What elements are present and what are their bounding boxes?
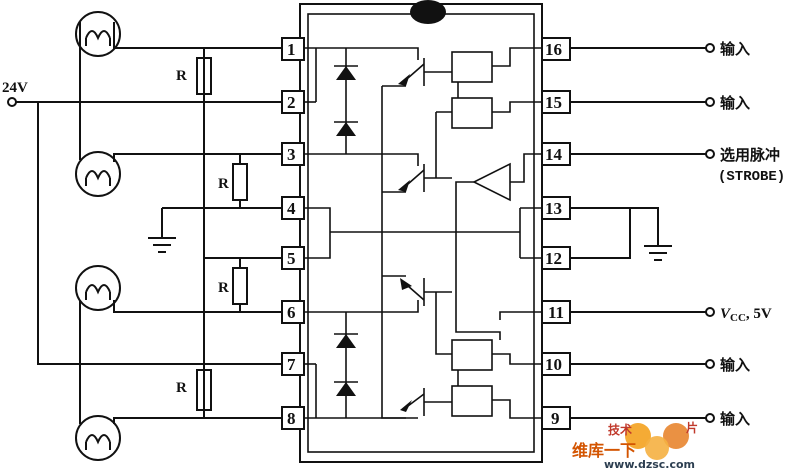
label-pin14-line2: (STROBE) [718, 169, 785, 185]
pin-11: 11 [541, 300, 571, 324]
lamp-2 [75, 151, 121, 197]
latch-3 [451, 339, 493, 371]
latch-4 [451, 385, 493, 417]
pin-1: 1 [281, 37, 305, 61]
terminal-11 [705, 307, 715, 317]
diode-3 [334, 333, 358, 348]
svg-text:1: 1 [287, 40, 296, 59]
latch-1 [451, 51, 493, 83]
svg-text:12: 12 [545, 249, 562, 268]
resistor-1: R [176, 57, 212, 95]
svg-text:7: 7 [287, 355, 296, 374]
pin-6: 6 [281, 300, 305, 324]
terminal-9 [705, 413, 715, 423]
svg-text:4: 4 [287, 199, 296, 218]
latch-2 [451, 97, 493, 129]
svg-text:片: 片 [686, 420, 698, 435]
terminal-15 [705, 97, 715, 107]
pin-8: 8 [281, 406, 305, 430]
pin-12: 12 [541, 246, 571, 270]
label-pin10: 输入 [720, 356, 750, 374]
terminal-16 [705, 43, 715, 53]
ic-body-outer [299, 3, 543, 463]
pin-15: 15 [541, 90, 571, 114]
svg-text:R: R [218, 280, 229, 296]
svg-text:技术: 技术 [608, 422, 632, 437]
svg-text:维库一下: 维库一下 [572, 441, 636, 460]
svg-text:5: 5 [287, 249, 296, 268]
diode-1 [334, 65, 358, 80]
pin-13: 13 [541, 196, 571, 220]
svg-text:www.dzsc.com: www.dzsc.com [604, 458, 695, 470]
lamp-3 [75, 265, 121, 311]
svg-text:8: 8 [287, 409, 296, 428]
svg-text:10: 10 [545, 355, 562, 374]
pin-7: 7 [281, 352, 305, 376]
terminal-14 [705, 149, 715, 159]
svg-text:11: 11 [548, 303, 564, 322]
transistor-2 [398, 164, 452, 192]
pin-4: 4 [281, 196, 305, 220]
pin-9: 9 [541, 406, 571, 430]
transistor-3 [400, 278, 452, 306]
label-pin9: 输入 [720, 410, 750, 428]
svg-text:9: 9 [551, 409, 560, 428]
svg-text:16: 16 [545, 40, 562, 59]
svg-text:6: 6 [287, 303, 296, 322]
svg-text:15: 15 [545, 93, 562, 112]
resistor-4: R [176, 369, 212, 411]
supply-label: 24V [2, 80, 28, 96]
svg-text:2: 2 [287, 93, 296, 112]
pin-2: 2 [281, 90, 305, 114]
svg-text:R: R [176, 380, 187, 396]
ground-left [148, 237, 176, 253]
lamp-4 [75, 415, 121, 461]
resistor-3: R [218, 258, 248, 312]
resistor-2: R [218, 154, 248, 208]
lamp-1 [75, 11, 121, 57]
ic-notch [410, 0, 446, 24]
label-pin14-line1: 选用脉冲 [720, 146, 780, 164]
diode-2 [334, 121, 358, 136]
svg-text:14: 14 [545, 145, 563, 164]
pin-5: 5 [281, 246, 305, 270]
svg-text:13: 13 [545, 199, 562, 218]
svg-text:R: R [218, 176, 229, 192]
terminal-10 [705, 359, 715, 369]
pin-14: 14 [541, 142, 571, 166]
svg-text:3: 3 [287, 145, 296, 164]
pin-10: 10 [541, 352, 571, 376]
svg-text:R: R [176, 68, 187, 84]
pin-16: 16 [541, 37, 571, 61]
watermark-logo: 技术 片 维库一下 www.dzsc.com [572, 420, 698, 470]
transistor-1 [398, 58, 452, 86]
transistor-4 [400, 388, 452, 416]
diode-4 [334, 381, 358, 396]
ground-right [644, 245, 672, 261]
strobe-buffer [455, 153, 542, 340]
label-pin16: 输入 [720, 40, 750, 58]
supply-terminal [7, 97, 17, 107]
label-pin11: VCC, 5V [720, 306, 772, 324]
pin-3: 3 [281, 142, 305, 166]
label-pin15: 输入 [720, 94, 750, 112]
